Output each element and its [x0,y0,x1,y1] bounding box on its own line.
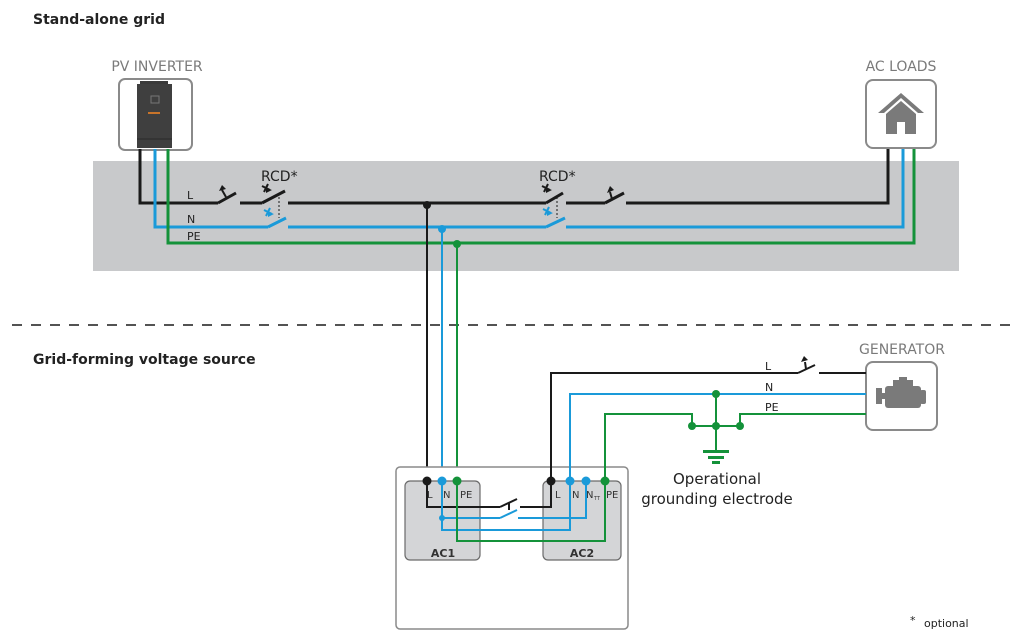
inverter-icon [137,81,172,148]
gen-wire-pe-right [739,413,866,426]
junction-n [438,225,446,233]
ac1-dot-n [437,476,447,486]
standalone-grid-panel [93,161,959,271]
switch-2-blade [604,191,625,205]
internal-l-ac2 [520,480,552,508]
internal-n-ntt [518,480,587,519]
rcd1-n-blade [267,216,287,229]
wire-label-pe: PE [187,230,201,243]
ac2-dot-l [546,476,556,486]
pv-inverter-label: PV INVERTER [111,59,203,75]
rcd-1-label: RCD* [261,169,298,185]
ac1-terminal-n: N [443,490,450,501]
ac-loads-label: AC LOADS [866,59,937,75]
gen-wire-pe-left [604,413,693,480]
house-icon [878,93,924,134]
switch-1-blade [217,191,237,205]
ac1-terminal-l: L [427,490,433,501]
rcd1-n-arrow [268,212,274,217]
gen-wire-l [550,372,798,480]
ac2-label: AC2 [570,547,594,560]
gen-switch-blade [797,364,816,374]
gen-switch-actuator [804,361,807,370]
ac1-dot-pe [452,476,462,486]
ac2-dot-pe [600,476,610,486]
ac2-dot-n [565,476,575,486]
internal-n-ac2 [441,480,571,531]
rcd2-arrow [546,188,552,193]
ground-icon [703,450,729,464]
ac2-terminal-ntt-subscript: TT [593,496,601,502]
wire-label-l: L [187,189,194,202]
ac2-terminal-l: L [555,490,561,501]
gen-label-n: N [765,381,773,394]
rcd2-n-blade [545,216,566,229]
gen-label-pe: PE [765,401,779,414]
grounding-electrode [688,390,744,464]
grounding-label-line2: grounding electrode [641,490,793,508]
wire-pe-main [166,149,916,245]
wire-l-loads [626,149,890,205]
grounding-label-line1: Operational [673,470,761,488]
grid-forming-title: Grid-forming voltage source [33,352,256,368]
internal-n-switch [499,509,518,519]
switch-1-arrow [219,185,226,191]
gen-label-l: L [765,360,772,373]
ac2-terminal-n: N [572,490,579,501]
ac2-terminal-pe: PE [606,490,618,501]
ac2-dot-ntt [581,476,591,486]
switch-2-actuator [609,191,613,200]
standalone-grid-title: Stand-alone grid [33,12,165,28]
junction-pe [453,240,461,248]
wire-n-loads [566,149,905,229]
gen-switch-arrow [801,356,808,362]
internal-n-junction [439,515,445,521]
switch-2-arrow [607,186,614,193]
footnote-symbol: * [910,614,916,627]
wire-l-inverter [138,149,218,205]
pv-inverter[interactable] [118,78,193,151]
ac-loads[interactable] [865,79,937,149]
generator[interactable] [865,361,938,431]
wire-n-inverter [153,149,268,229]
engine-icon [876,377,926,408]
gen-wire-n [569,393,866,480]
rcd2-n-arrow [547,211,553,216]
junction-l [423,201,431,209]
ac1-terminal-pe: PE [460,490,472,501]
internal-pe [456,480,606,542]
switch-1-actuator [221,189,227,198]
rcd2-l-blade [545,191,564,205]
internal-l-ac1 [426,480,500,508]
ac2-terminal-ntt: N [586,490,593,501]
generator-label: GENERATOR [859,342,945,358]
rcd-2-label: RCD* [539,169,576,185]
wire-label-n: N [187,213,195,226]
footnote-text: optional [924,617,969,630]
ac1-label: AC1 [431,547,455,560]
rcd1-l-blade [261,189,286,205]
rcd1-arrow [266,188,272,193]
ac1-dot-l [422,476,432,486]
